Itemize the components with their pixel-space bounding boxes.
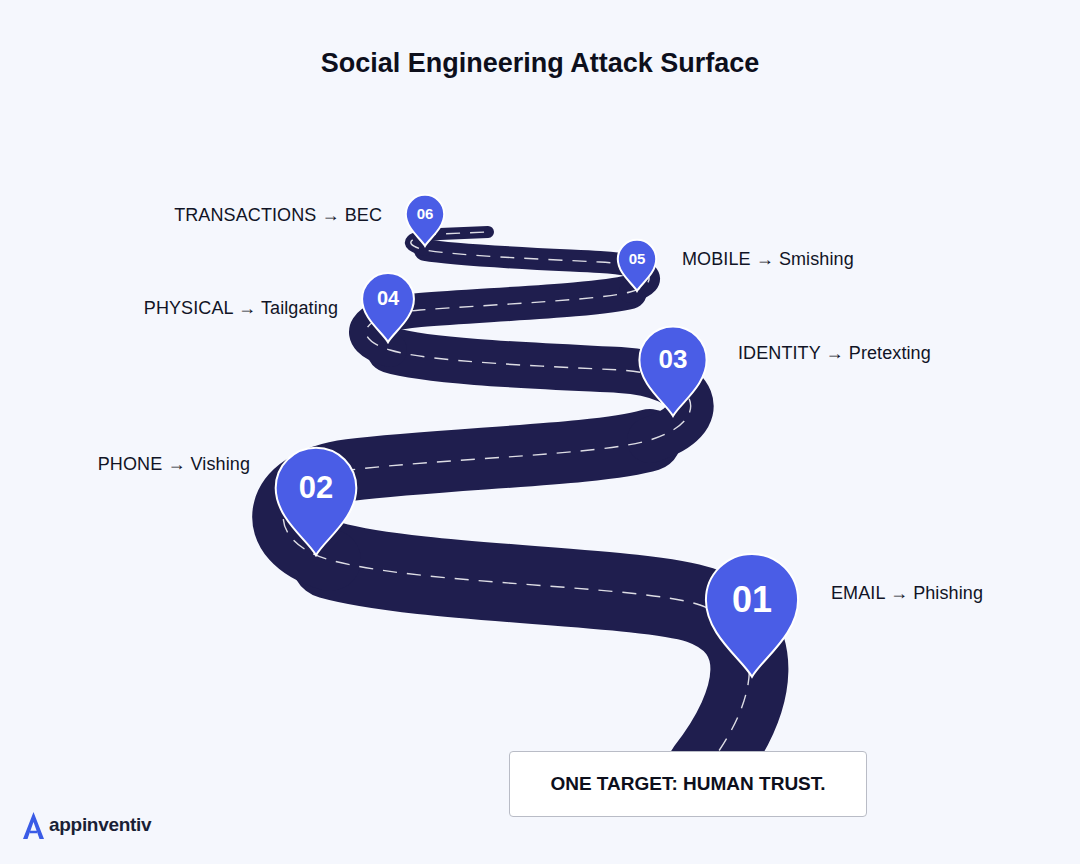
callout-number: 05 xyxy=(617,250,657,267)
stage-label: IDENTITY → Pretexting xyxy=(738,343,931,364)
location-pin: 06TRANSACTIONS → BEC xyxy=(405,194,445,247)
summary-box: ONE TARGET: HUMAN TRUST. xyxy=(509,751,867,817)
road-segment xyxy=(425,250,649,292)
pin-outline xyxy=(618,240,656,291)
stage-label: MOBILE → Smishing xyxy=(682,249,854,270)
location-pin: 05MOBILE → Smishing xyxy=(617,239,657,292)
callout-number: 02 xyxy=(274,470,358,506)
logo-icon xyxy=(23,812,44,839)
location-pin: 04PHYSICAL → Tailgating xyxy=(361,272,415,343)
diagram-title: Social Engineering Attack Surface xyxy=(0,48,1080,79)
location-pin: 01EMAIL → Phishing xyxy=(704,552,800,679)
road-segment xyxy=(330,560,749,770)
callout-number: 04 xyxy=(361,287,415,310)
location-pin: 02PHONE → Vishing xyxy=(274,446,358,557)
callout-number: 03 xyxy=(638,345,708,375)
pin-outline xyxy=(406,195,444,246)
box-text: ONE TARGET: HUMAN TRUST. xyxy=(550,773,825,795)
logo-mark xyxy=(23,812,44,839)
logo-mark xyxy=(30,831,37,834)
callout-number: 06 xyxy=(405,205,445,222)
stage-label: TRANSACTIONS → BEC xyxy=(174,205,382,226)
stage-label: PHYSICAL → Tailgating xyxy=(144,298,338,319)
brand-logo-text: appinventiv xyxy=(49,814,151,836)
stage-label: PHONE → Vishing xyxy=(98,454,250,475)
location-pin: 03IDENTITY → Pretexting xyxy=(638,325,708,417)
callout-number: 01 xyxy=(704,579,800,620)
stage-label: EMAIL → Phishing xyxy=(831,583,983,604)
